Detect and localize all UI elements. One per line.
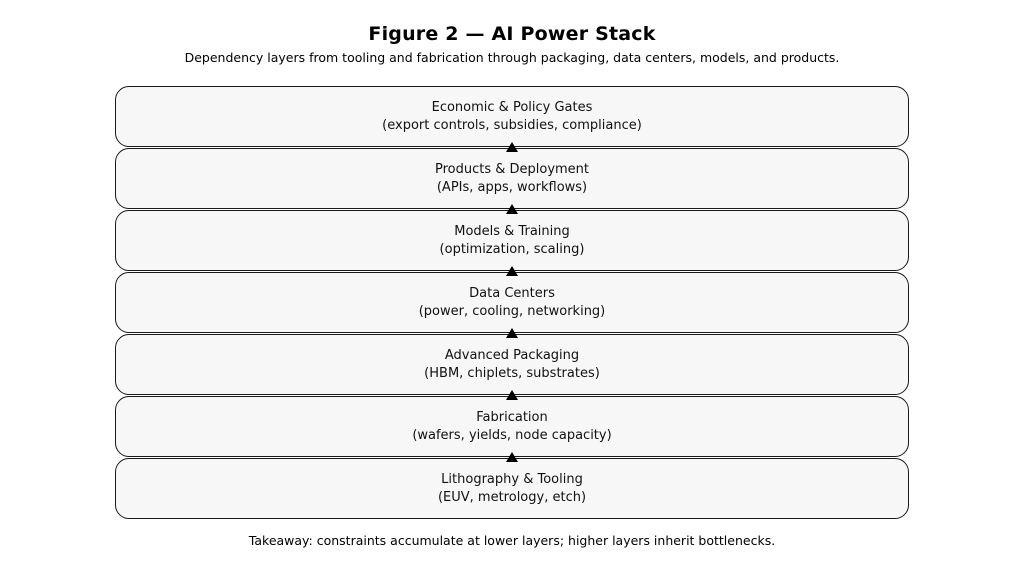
figure-title: Figure 2 — AI Power Stack	[368, 23, 656, 45]
takeaway-caption: Takeaway: constraints accumulate at lowe…	[248, 533, 776, 548]
layer-detail: (power, cooling, networking)	[418, 303, 606, 319]
layer-title: Advanced Packaging	[444, 347, 580, 363]
layer-box: Lithography & Tooling (EUV, metrology, et…	[115, 452, 909, 519]
figure-subtitle: Dependency layers from tooling and fabri…	[184, 50, 840, 65]
layer-box: Economic & Policy Gates (export controls,…	[115, 86, 909, 147]
up-arrow-icon	[506, 390, 518, 400]
up-arrow-icon	[506, 266, 518, 276]
layer-title: Economic & Policy Gates	[431, 99, 593, 115]
layer-title: Lithography & Tooling	[441, 471, 583, 487]
layer-title: Data Centers	[469, 285, 555, 301]
layer-title: Products & Deployment	[434, 161, 590, 177]
layer-detail: (export controls, subsidies, compliance)	[382, 117, 642, 133]
up-arrow-icon	[506, 452, 518, 462]
layer-title: Models & Training	[454, 223, 570, 239]
layer-detail: (APIs, apps, workflows)	[436, 179, 588, 195]
layer-detail: (HBM, chiplets, substrates)	[424, 365, 600, 381]
layer-box: Products & Deployment (APIs, apps, workfl…	[115, 142, 909, 209]
layer-detail: (EUV, metrology, etch)	[437, 489, 587, 505]
up-arrow-icon	[506, 204, 518, 214]
up-arrow-icon	[506, 142, 518, 152]
layer-stack: Economic & Policy Gates (export controls,…	[115, 86, 909, 520]
layer-box: Data Centers (power, cooling, networking)	[115, 266, 909, 333]
layer-detail: (optimization, scaling)	[439, 241, 585, 257]
up-arrow-icon	[506, 328, 518, 338]
layer-box: Advanced Packaging (HBM, chiplets, substr…	[115, 328, 909, 395]
layer-detail: (wafers, yields, node capacity)	[412, 427, 612, 443]
layer-box: Fabrication (wafers, yields, node capacit…	[115, 390, 909, 457]
layer-box: Models & Training (optimization, scaling)	[115, 204, 909, 271]
layer-title: Fabrication	[476, 409, 548, 425]
